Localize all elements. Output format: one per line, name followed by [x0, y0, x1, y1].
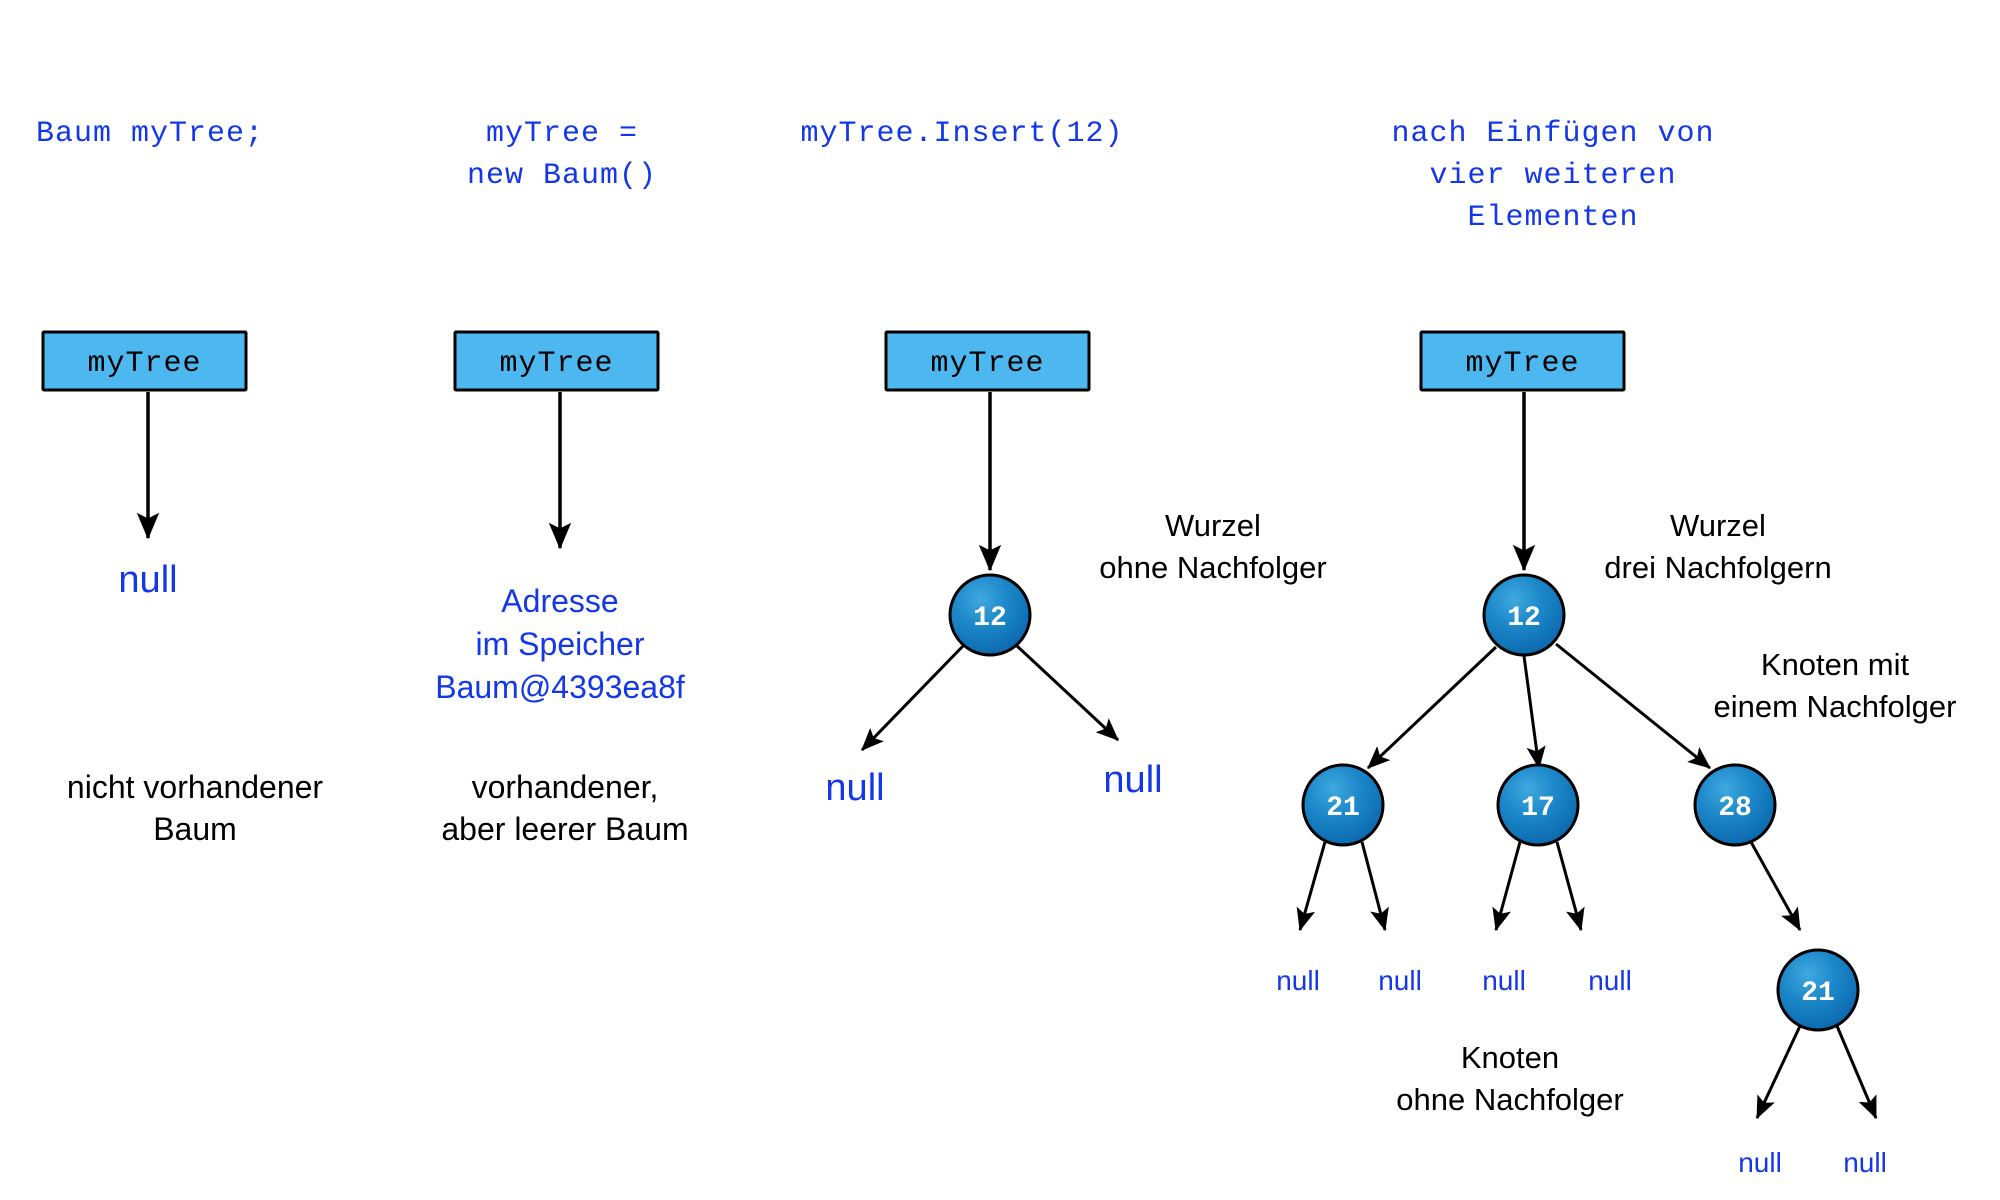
panel-1-caption-line-2: Baum: [153, 811, 237, 847]
panel-4: nach Einfügen von vier weiteren Elemente…: [1276, 117, 1956, 1178]
panel-4-annot-one-succ-line-2: einem Nachfolger: [1714, 689, 1957, 724]
panel-3-node-root: [948, 573, 1032, 657]
panel-4-annot-no-succ-line-2: ohne Nachfolger: [1396, 1082, 1624, 1117]
panel-3-variable-box: [884, 330, 1091, 392]
panel-3-annot-line-1: Wurzel: [1165, 508, 1261, 543]
panel-3-variable-box-label: myTree: [930, 347, 1044, 381]
panel-4-node-root: [1482, 573, 1566, 657]
panel-4-null-a-right: null: [1378, 965, 1422, 996]
panel-4-node-a: [1301, 763, 1385, 847]
panel-2-address-line-3: Baum@4393ea8f: [435, 669, 685, 705]
panel-4-edge-c-to-d: [1749, 841, 1802, 932]
panel-4-null-d-left: null: [1738, 1147, 1782, 1178]
panel-1-variable-box-label: myTree: [87, 347, 201, 381]
panel-4-null-b-left: null: [1482, 965, 1526, 996]
panel-4-annot-no-succ-line-1: Knoten: [1461, 1040, 1559, 1075]
panel-2-address-line-1: Adresse: [501, 583, 618, 619]
panel-2-address-line-2: im Speicher: [476, 626, 645, 662]
panel-2-header-line-2: new Baum(): [467, 159, 657, 193]
panel-4-annot-root-line-2: drei Nachfolgern: [1604, 550, 1831, 585]
panel-4-header-line-2: vier weiteren: [1429, 159, 1676, 193]
panel-4-annot-one-succ-line-1: Knoten mit: [1761, 647, 1910, 682]
panel-4-null-d-right: null: [1843, 1147, 1887, 1178]
panel-1-caption-line-1: nicht vorhandener: [67, 769, 324, 805]
panel-2-caption-line-2: aber leerer Baum: [441, 811, 688, 847]
panel-4-edge-root-to-b: [1522, 655, 1546, 770]
panel-1: Baum myTree; myTree null nicht vorhanden…: [36, 117, 323, 847]
panel-4-null-b-right: null: [1588, 965, 1632, 996]
panel-4-edge-root-to-a: [1366, 645, 1498, 770]
panel-3-left-null-label: null: [825, 767, 884, 809]
panel-4-edge-a-left-null: [1296, 841, 1327, 932]
panel-4-node-d: [1776, 948, 1860, 1032]
panel-3-header-line-1: myTree.Insert(12): [800, 117, 1123, 151]
panel-2-header-line-1: myTree =: [486, 117, 638, 151]
panel-3: myTree.Insert(12) myTree Wurzel ohne Nac…: [800, 117, 1326, 809]
panel-3-left-null-arrow: [860, 644, 965, 752]
panel-2-caption-line-1: vorhandener,: [472, 769, 659, 805]
panel-1-null-value: null: [118, 559, 177, 601]
panel-3-right-null-arrow: [1015, 644, 1120, 742]
panel-4-node-a-value: 21: [1326, 793, 1360, 824]
panel-4-edge-root-to-c: [1555, 642, 1711, 770]
panel-4-node-c-value: 28: [1718, 793, 1752, 824]
panel-4-annot-root-line-1: Wurzel: [1670, 508, 1766, 543]
panel-3-node-root-value: 12: [973, 603, 1007, 634]
panel-4-node-b-value: 17: [1521, 793, 1555, 824]
panel-4-edge-b-left-null: [1492, 841, 1522, 932]
panel-4-edge-d-right-null: [1835, 1025, 1878, 1120]
panel-2-variable-box-label: myTree: [499, 347, 613, 381]
panel-4-node-b: [1496, 763, 1580, 847]
panel-4-node-c: [1693, 763, 1777, 847]
panel-4-edge-d-left-null: [1755, 1025, 1802, 1120]
panel-4-variable-box-label: myTree: [1465, 347, 1579, 381]
panel-4-edge-b-right-null: [1555, 841, 1585, 932]
panel-1-header-line-1: Baum myTree;: [36, 117, 264, 151]
panel-4-header-line-1: nach Einfügen von: [1391, 117, 1714, 151]
panel-4-edge-a-right-null: [1360, 841, 1389, 932]
panel-4-null-a-left: null: [1276, 965, 1320, 996]
panel-1-variable-box: [41, 330, 248, 392]
panel-2-variable-box: [453, 330, 660, 392]
panel-2: myTree = new Baum() myTree Adresse im Sp…: [435, 117, 688, 847]
panel-3-annot-line-2: ohne Nachfolger: [1099, 550, 1327, 585]
panel-3-right-null-label: null: [1103, 759, 1162, 801]
panel-4-variable-box: [1419, 330, 1626, 392]
panel-4-header-line-3: Elementen: [1467, 201, 1638, 235]
panel-4-node-d-value: 21: [1801, 978, 1835, 1009]
panel-4-node-root-value: 12: [1507, 603, 1541, 634]
